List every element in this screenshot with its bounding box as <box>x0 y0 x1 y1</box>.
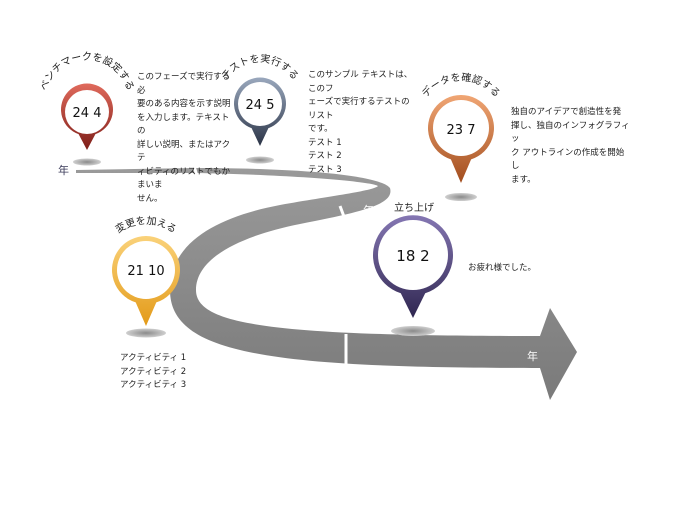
pin-value-test: 24 5 <box>246 98 275 113</box>
desc-line: 独自のアイデアで創造性を発 <box>511 107 622 117</box>
pin-value-change: 21 10 <box>127 264 164 279</box>
list-item: テスト 1 <box>308 137 342 148</box>
desc-line: ィビティのリストでもかまいま <box>137 166 230 191</box>
year-label-middle: 年 <box>363 203 374 217</box>
desc-line: このサンプル テキストは、このフ <box>308 70 413 94</box>
desc-line: このフェーズで実行する必 <box>137 72 231 96</box>
pin-change: 21 10 <box>112 235 180 326</box>
pin-verify: 23 7 <box>428 94 495 183</box>
pin-shadow-change <box>126 328 166 338</box>
desc-line: を入力します。テキストの <box>137 112 230 137</box>
pin-label-launch: 立ち上げ <box>394 201 434 214</box>
year-label-end: 年 <box>527 349 538 363</box>
pin-value-verify: 23 7 <box>447 123 476 138</box>
pin-test: 24 5 <box>234 77 286 146</box>
desc-change: アクティビティ 1 アクティビティ 2 アクティビティ 3 <box>120 352 210 393</box>
list-item: テスト 3 <box>308 164 342 175</box>
desc-test: このサンプル テキストは、このフ ェーズで実行するテストのリスト です。 テスト… <box>308 69 418 177</box>
desc-line: 詳しい説明、またはアクテ <box>137 139 231 164</box>
pin-benchmark: 24 4 <box>61 83 114 150</box>
list-item: アクティビティ 3 <box>120 380 187 390</box>
pin-shadow-launch <box>391 326 435 336</box>
list-item: アクティビティ 1 <box>120 353 187 363</box>
desc-line: ます。 <box>511 174 536 185</box>
pin-shadow-test <box>246 156 274 164</box>
desc-line: お疲れ様でした。 <box>468 263 537 273</box>
timeline-road <box>76 165 577 400</box>
desc-line: ェーズで実行するテストのリスト <box>308 97 410 121</box>
pin-shadow-verify <box>445 193 477 201</box>
pin-launch: 18 2 <box>373 215 453 318</box>
pin-value-launch: 18 2 <box>396 247 429 265</box>
year-label-start: 年 <box>58 163 69 177</box>
desc-benchmark: このフェーズで実行する必 要のある内容を示す説明 を入力します。テキストの 詳し… <box>137 71 233 206</box>
road-body <box>76 168 577 400</box>
list-item: アクティビティ 2 <box>120 366 187 377</box>
desc-line: ク アウトラインの作成を開始し <box>511 147 625 172</box>
desc-line: 揮し、独自のインフォグラフィッ <box>511 120 630 145</box>
list-item: テスト 2 <box>308 151 342 161</box>
desc-line: です。 <box>308 124 333 134</box>
desc-launch: お疲れ様でした。 <box>468 262 558 276</box>
desc-line: 要のある内容を示す説明 <box>137 99 231 109</box>
pin-label-change: 変更を加える <box>113 215 179 236</box>
desc-line: せん。 <box>137 193 163 204</box>
desc-verify: 独自のアイデアで創造性を発 揮し、独自のインフォグラフィッ ク アウトラインの作… <box>511 106 631 187</box>
pin-value-benchmark: 24 4 <box>73 106 102 121</box>
pin-shadow-benchmark <box>73 158 101 166</box>
